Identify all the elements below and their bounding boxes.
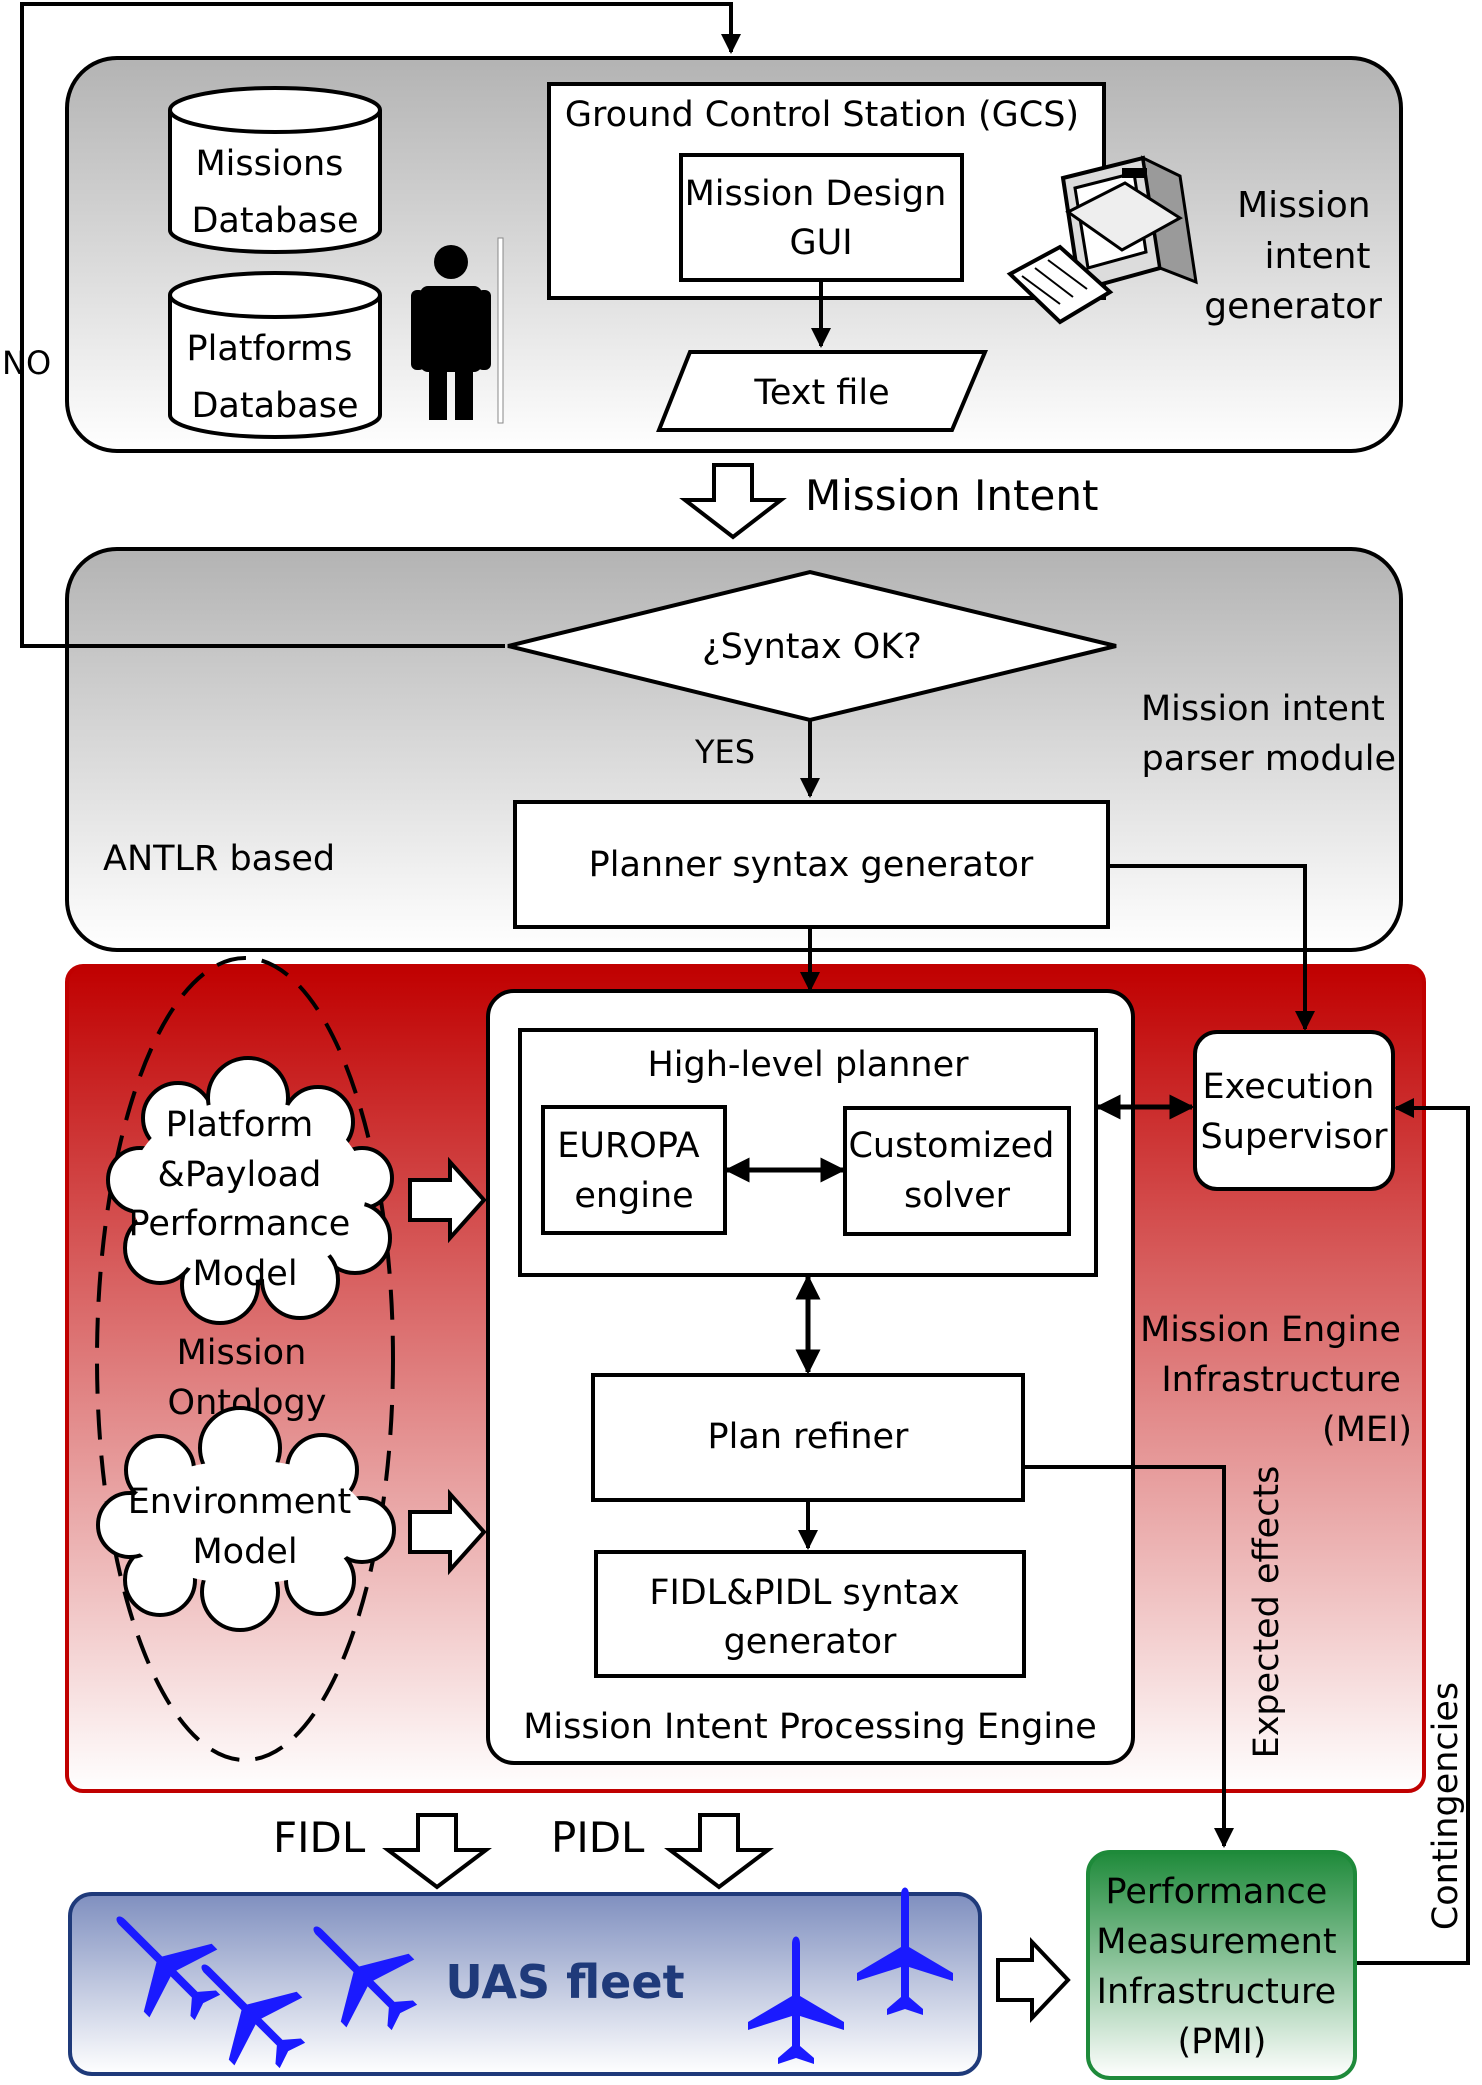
mission-design-gui-label: Mission Design GUI bbox=[685, 174, 958, 263]
expected-effects-label: Expected effects bbox=[1247, 1466, 1287, 1759]
uas-fleet-box: UAS fleet bbox=[68, 1887, 982, 2076]
customized-solver-label: Customized solver bbox=[848, 1126, 1065, 1216]
platform-model-input-arrow bbox=[408, 1156, 487, 1244]
execution-supervisor-box bbox=[1193, 1030, 1395, 1191]
environment-model-cloud: Environment Model bbox=[96, 1406, 396, 1632]
svg-text:Environment Model: Environment Model bbox=[128, 1482, 363, 1572]
plan-refiner-box bbox=[591, 1373, 1025, 1502]
mipe-label: Mission Intent Processing Engine bbox=[523, 1707, 1097, 1747]
platform-payload-model-cloud: Platform &Payload Performance Model bbox=[106, 1056, 394, 1325]
fidl-flow: FIDL bbox=[273, 1813, 492, 1890]
mission-intent-label: Mission Intent bbox=[805, 471, 1098, 520]
svg-text:PIDL: PIDL bbox=[551, 1813, 645, 1862]
syntax-check-diamond bbox=[507, 569, 1117, 723]
pmi-box: Performance Measurement Infrastructure (… bbox=[1086, 1850, 1357, 2080]
syntax-check-label: ¿Syntax OK? bbox=[702, 627, 922, 667]
mission-intent-parser-panel: ¿Syntax OK? Mission intent parser module… bbox=[22, 547, 1403, 952]
airplane-icon bbox=[748, 1936, 844, 2064]
svg-text:Platforms Database: Platforms Database bbox=[187, 329, 364, 426]
contingencies-arrow bbox=[1356, 1098, 1470, 1965]
person-icon bbox=[411, 237, 504, 424]
mission-design-gui-box bbox=[679, 153, 964, 282]
svg-text:Missions Database: Missions Database bbox=[191, 144, 358, 241]
mei-panel: Mission Engine Infrastructure (MEI) Miss… bbox=[65, 956, 1426, 1793]
airplane-icon bbox=[116, 1916, 221, 2021]
mission-intent-generator-panel: Mission intent generator Missions Databa… bbox=[65, 56, 1403, 453]
svg-text:UAS fleet: UAS fleet bbox=[445, 1955, 684, 2009]
mei-label: Mission Engine Infrastructure (MEI) bbox=[1140, 1310, 1412, 1450]
svg-text:Platform &Payload: Platform &Payload Performance Model bbox=[129, 1105, 362, 1294]
fidl-pidl-generator-label: FIDL&PIDL syntax generator bbox=[649, 1573, 970, 1662]
syntax-to-supervisor-arrow bbox=[1108, 864, 1315, 1031]
planner-syntax-generator-box bbox=[513, 800, 1110, 929]
parser-label: Mission intent parser module bbox=[1141, 689, 1396, 779]
svg-text:Performance Measurement: Performance Measurement Infrastructure (… bbox=[1096, 1872, 1347, 2062]
airplane-icon bbox=[313, 1926, 418, 2031]
fleet-to-pmi-arrow bbox=[996, 1936, 1071, 2024]
expected-effects-arrow bbox=[1023, 1465, 1234, 1848]
text-file-label: Text file bbox=[753, 373, 889, 413]
antlr-note: ANTLR based bbox=[103, 839, 335, 879]
platforms-database: Platforms Database bbox=[168, 271, 382, 439]
yes-label: YES bbox=[694, 733, 755, 771]
missions-database: Missions Database bbox=[168, 86, 382, 254]
fidl-pidl-generator-box bbox=[594, 1550, 1026, 1678]
contingencies-label: Contingencies bbox=[1426, 1682, 1466, 1930]
pidl-flow: PIDL bbox=[551, 1813, 774, 1890]
europa-engine-label: EUROPA engine bbox=[557, 1126, 711, 1216]
mission-intent-flow: Mission Intent bbox=[679, 463, 1098, 540]
svg-text:FIDL: FIDL bbox=[273, 1813, 366, 1862]
high-level-planner-label: High-level planner bbox=[647, 1045, 969, 1085]
mission-ontology-ellipse bbox=[95, 956, 395, 1762]
europa-engine-box bbox=[541, 1105, 727, 1235]
execution-supervisor-label: Execution Supervisor bbox=[1200, 1067, 1388, 1157]
text-file-shape bbox=[656, 350, 989, 432]
no-label: NO bbox=[2, 344, 51, 382]
generator-label: Mission intent generator bbox=[1204, 185, 1382, 327]
plan-refiner-label: Plan refiner bbox=[708, 1417, 910, 1457]
customized-solver-box bbox=[843, 1106, 1071, 1236]
computer-icon bbox=[1006, 155, 1198, 325]
environment-model-input-arrow bbox=[408, 1488, 487, 1576]
planner-syntax-generator-label: Planner syntax generator bbox=[589, 845, 1034, 885]
airplane-icon bbox=[201, 1964, 306, 2069]
gcs-label: Ground Control Station (GCS) bbox=[565, 95, 1079, 135]
airplane-icon bbox=[857, 1887, 953, 2015]
